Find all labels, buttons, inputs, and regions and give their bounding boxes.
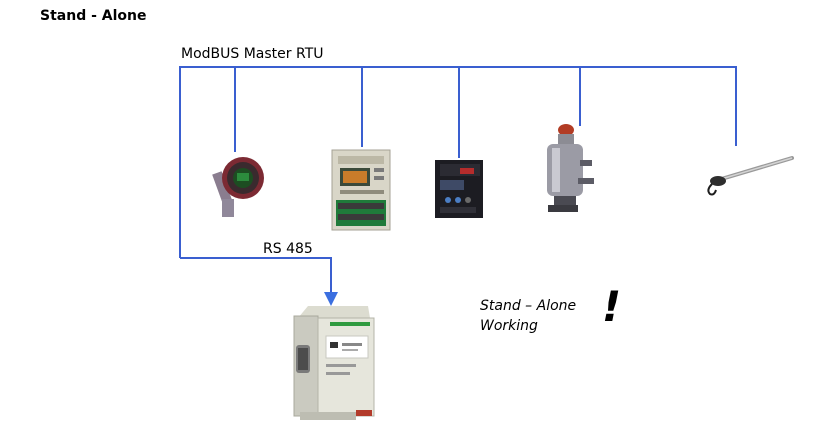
status-line-2: Working xyxy=(480,318,538,334)
status-text: Stand – Alone Working xyxy=(480,296,576,336)
protection-relay-device xyxy=(435,160,483,218)
status-line-1: Stand – Alone xyxy=(480,298,577,314)
temperature-probe-device xyxy=(707,156,794,196)
flow-meter-device xyxy=(547,124,594,212)
transmitter-device xyxy=(212,157,264,217)
down-arrow-icon xyxy=(324,292,338,306)
energy-meter-device xyxy=(331,149,391,231)
bus-label: ModBUS Master RTU xyxy=(181,46,324,62)
page-title: Stand - Alone xyxy=(40,8,147,24)
rs485-line xyxy=(180,257,332,293)
bus-wiring xyxy=(179,66,737,293)
rs485-label: RS 485 xyxy=(263,241,313,257)
exclamation-mark: ! xyxy=(602,282,622,331)
gateway-device xyxy=(293,306,375,420)
